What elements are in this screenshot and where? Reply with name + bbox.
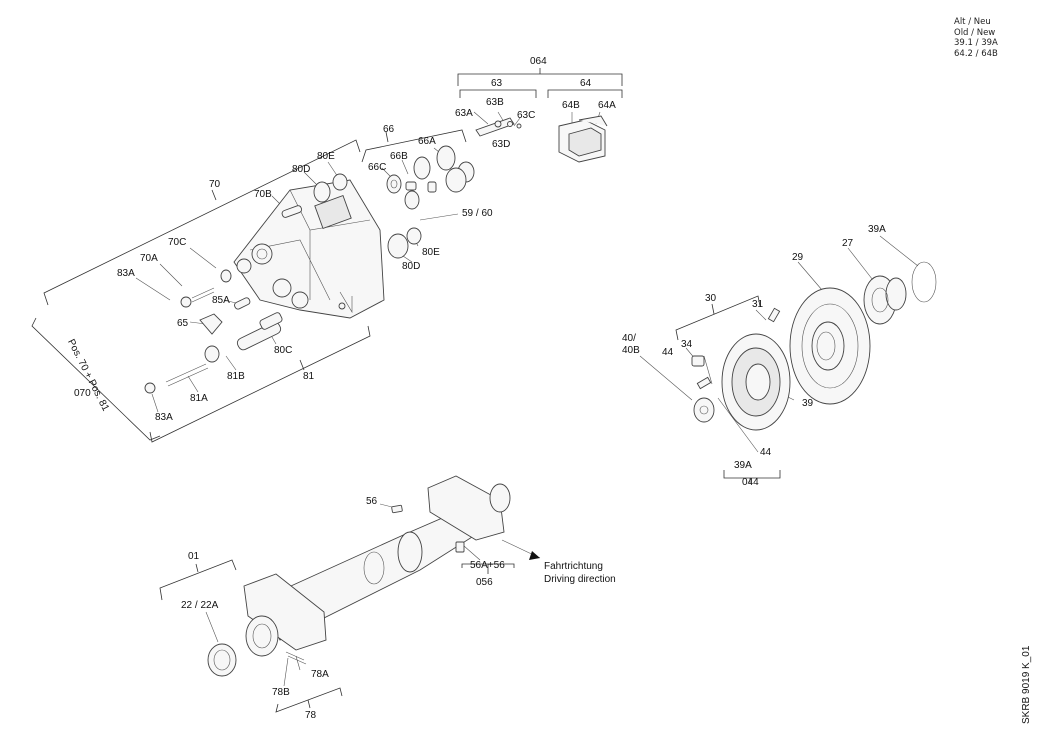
axle-small-parts bbox=[207, 504, 465, 677]
part-label-78A: 78A bbox=[311, 669, 329, 680]
part-label-56A-56: 56A+56 bbox=[470, 560, 505, 571]
part-label-70B: 70B bbox=[254, 189, 272, 200]
part-label-44-left: 44 bbox=[662, 347, 674, 358]
part-label-81A: 81A bbox=[190, 393, 208, 404]
bracket-070 bbox=[31, 317, 161, 441]
bracket-81 bbox=[149, 325, 371, 443]
part-label-80E-mid: 80E bbox=[422, 247, 440, 258]
part-label-63C: 63C bbox=[517, 110, 536, 121]
part-label-63D: 63D bbox=[492, 139, 511, 150]
part-label-39A-top: 39A bbox=[868, 224, 886, 235]
part-label-80C: 80C bbox=[274, 345, 293, 356]
bracket-056 bbox=[461, 563, 515, 574]
part-label-22-22A: 22 / 22A bbox=[181, 600, 219, 611]
part-label-40: 40/ bbox=[622, 333, 636, 344]
group-label-070: 070 bbox=[74, 388, 91, 399]
brake-pads bbox=[558, 115, 608, 163]
group-label-64: 64 bbox=[580, 78, 592, 89]
group-label-70: 70 bbox=[209, 179, 221, 190]
axle-tube bbox=[243, 475, 511, 657]
part-label-59-60: 59 / 60 bbox=[462, 208, 493, 219]
part-label-29: 29 bbox=[792, 252, 804, 263]
part-label-64A: 64A bbox=[598, 100, 616, 111]
part-label-70A: 70A bbox=[140, 253, 158, 264]
part-label-39A-bot: 39A bbox=[734, 460, 752, 471]
part-label-85A: 85A bbox=[212, 295, 230, 306]
part-label-83A-top: 83A bbox=[117, 268, 135, 279]
hub-seal-ring bbox=[911, 261, 937, 303]
drawing-id: SKRB 9019 K_01 bbox=[1021, 645, 1032, 724]
bracket-64 bbox=[547, 89, 623, 98]
part-label-66B: 66B bbox=[390, 151, 408, 162]
part-label-78B: 78B bbox=[272, 687, 290, 698]
group-label-044: 044 bbox=[742, 477, 759, 488]
bracket-01 bbox=[159, 559, 237, 601]
caliper-housing bbox=[233, 179, 385, 319]
bracket-30 bbox=[675, 295, 761, 341]
part-label-80D-mid: 80D bbox=[402, 261, 421, 272]
note-line: Alt / Neu bbox=[954, 17, 991, 27]
pad-retainer bbox=[475, 117, 522, 137]
group-label-66: 66 bbox=[383, 124, 395, 135]
part-label-39: 39 bbox=[802, 398, 814, 409]
bracket-70 bbox=[43, 139, 361, 306]
part-label-80D-top: 80D bbox=[292, 164, 311, 175]
part-label-56: 56 bbox=[366, 496, 378, 507]
group-label-81: 81 bbox=[303, 371, 315, 382]
part-label-83A-bot: 83A bbox=[155, 412, 173, 423]
bracket-044 bbox=[723, 470, 781, 484]
bracket-78 bbox=[275, 687, 343, 713]
direction-arrowhead bbox=[529, 551, 540, 560]
direction-label-en: Driving direction bbox=[544, 574, 616, 585]
bracket-064 bbox=[457, 68, 623, 86]
part-label-80E-top: 80E bbox=[317, 151, 335, 162]
note-line: Old / New bbox=[954, 27, 996, 38]
part-label-66A: 66A bbox=[418, 136, 436, 147]
note-line: 39.1 / 39A bbox=[954, 38, 998, 49]
part-label-81B: 81B bbox=[227, 371, 245, 382]
part-label-63B: 63B bbox=[486, 97, 504, 108]
group-label-78: 78 bbox=[305, 710, 317, 721]
part-label-44-bot: 44 bbox=[760, 447, 772, 458]
direction-label-de: Fahrtrichtung bbox=[544, 561, 603, 572]
pole-wheel bbox=[721, 333, 791, 431]
part-label-66C: 66C bbox=[368, 162, 387, 173]
group-label-056: 056 bbox=[476, 577, 493, 588]
guide-pins bbox=[144, 269, 283, 394]
part-label-70C: 70C bbox=[168, 237, 187, 248]
note-line: 64.2 / 64B bbox=[954, 48, 998, 59]
part-label-64B: 64B bbox=[562, 100, 580, 111]
caliper-pistons bbox=[281, 145, 475, 259]
part-label-40-40B: 40/ 40B bbox=[622, 333, 640, 356]
part-label-27: 27 bbox=[842, 238, 854, 249]
wheel-hub bbox=[863, 275, 907, 325]
part-label-40B: 40B bbox=[622, 344, 640, 356]
revision-note: Alt / Neu Old / New 39.1 / 39A 64.2 / 64… bbox=[954, 17, 998, 60]
part-label-65: 65 bbox=[177, 318, 189, 329]
brake-disc bbox=[789, 287, 871, 405]
hub-small-parts bbox=[691, 307, 781, 423]
group-label-064: 064 bbox=[530, 56, 547, 67]
group-label-01: 01 bbox=[188, 551, 200, 562]
part-label-34: 34 bbox=[681, 339, 693, 350]
bracket-63 bbox=[459, 89, 537, 98]
group-label-63: 63 bbox=[491, 78, 503, 89]
group-label-30: 30 bbox=[705, 293, 717, 304]
bracket-66 bbox=[361, 129, 467, 163]
part-label-31: 31 bbox=[752, 299, 764, 310]
part-label-63A: 63A bbox=[455, 108, 473, 119]
